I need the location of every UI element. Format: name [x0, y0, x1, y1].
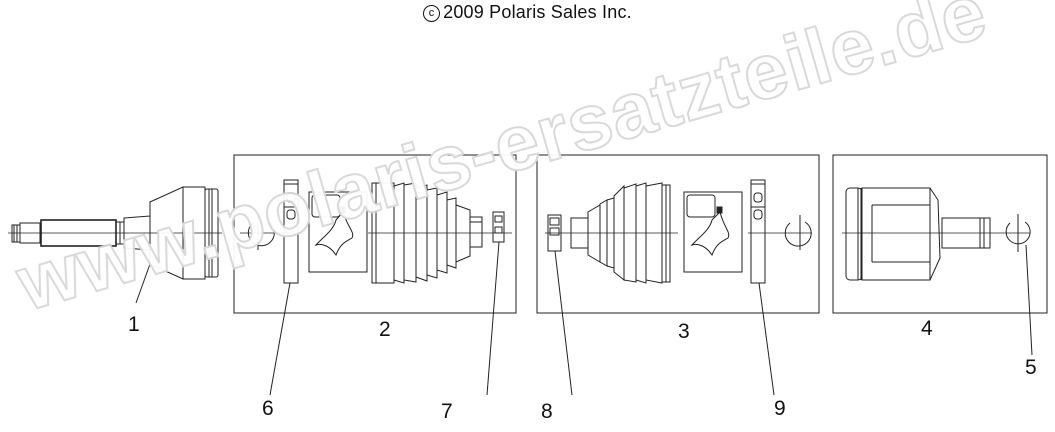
- inner-boot: [570, 182, 671, 284]
- label-kit-3: 3: [678, 320, 690, 343]
- kit-4-box: [832, 154, 1048, 314]
- part-8-small-clamp[interactable]: [547, 214, 573, 396]
- callout-8: 8: [541, 400, 553, 423]
- part-6-large-clamp[interactable]: [269, 179, 299, 396]
- label-kit-4: 4: [921, 317, 933, 340]
- callout-1: 1: [128, 313, 140, 336]
- part-1-outer-cv-joint[interactable]: [8, 186, 222, 304]
- label-kit-2: 2: [379, 318, 391, 341]
- callout-9: 9: [774, 397, 786, 420]
- kit-3-box: [536, 154, 820, 314]
- grease-pack: [308, 191, 368, 273]
- retaining-ring-icon: [784, 215, 812, 250]
- grease-pack: [683, 191, 743, 273]
- copyright-symbol: c: [423, 5, 441, 22]
- callout-5: 5: [1025, 356, 1037, 379]
- callout-7: 7: [441, 400, 453, 423]
- part-5-retaining-ring[interactable]: [1005, 214, 1033, 356]
- part-4-inner-cv-joint[interactable]: [845, 187, 991, 281]
- part-9-large-clamp[interactable]: [750, 179, 775, 396]
- callout-6: 6: [262, 397, 274, 420]
- outer-boot: [371, 182, 483, 284]
- kit-2-box: [233, 154, 517, 314]
- retaining-ring-icon: [247, 215, 275, 250]
- part-7-small-clamp[interactable]: [486, 211, 505, 396]
- copyright-text: 2009 Polaris Sales Inc.: [443, 2, 632, 22]
